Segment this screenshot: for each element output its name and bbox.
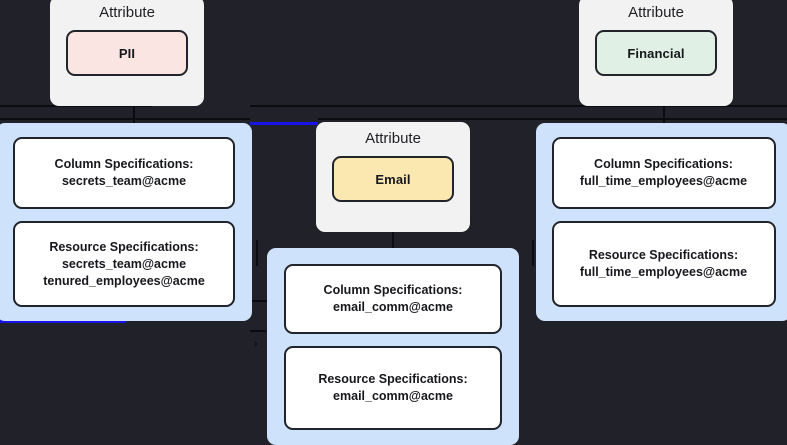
edge-pii-to-left-group-top [0, 105, 152, 107]
card-line: full_time_employees@acme [579, 174, 748, 188]
edge-email-node-drop [392, 228, 394, 250]
column-specifications-card[interactable]: Column Specifications: secrets_team@acme [13, 137, 235, 209]
card-line: full_time_employees@acme [579, 265, 748, 279]
edge-left-group-to-email-group [250, 300, 268, 302]
edge-top-trunk-right [250, 105, 787, 107]
card-line: secrets_team@acme [61, 256, 187, 271]
edge-financial-drop [663, 105, 665, 123]
spec-group-email-comm[interactable]: Column Specifications: email_comm@acme R… [267, 248, 519, 445]
edge-left-group-connector-lower [250, 330, 266, 332]
edge-pii-drop [133, 105, 135, 123]
edge-right-group-side [532, 240, 534, 266]
edge-highlight-left-group-bottom [0, 320, 126, 323]
attribute-node-financial[interactable]: Attribute Financial [579, 0, 733, 106]
expand-chevron-icon[interactable]: › [254, 338, 258, 350]
spec-group-secrets-team[interactable]: Column Specifications: secrets_team@acme… [0, 123, 252, 321]
attribute-node-title: Attribute [99, 4, 155, 21]
card-line: Resource Specifications: [318, 371, 468, 386]
card-line: secrets_team@acme [61, 174, 187, 188]
attribute-chip-email[interactable]: Email [332, 156, 454, 202]
attribute-node-title: Attribute [365, 130, 421, 147]
edge-pii-horizontal-trunk [0, 118, 250, 120]
attribute-node-pii[interactable]: Attribute PII [50, 0, 204, 106]
card-line: Column Specifications: [54, 157, 194, 171]
card-line: tenured_employees@acme [43, 273, 205, 288]
card-line: Resource Specifications: [49, 239, 199, 254]
edge-left-group-side [256, 240, 258, 266]
card-line: Column Specifications: [323, 282, 463, 297]
edge-financial-to-right-group [663, 118, 665, 126]
resource-specifications-card[interactable]: Resource Specifications: email_comm@acme [284, 345, 502, 430]
attribute-node-title: Attribute [628, 4, 684, 21]
card-line: Resource Specifications: [588, 248, 739, 262]
card-line: Column Specifications: [594, 157, 733, 171]
attribute-node-email[interactable]: Attribute Email [316, 122, 470, 232]
column-specifications-card[interactable]: Column Specifications: email_comm@acme [284, 263, 502, 334]
card-line: email_comm@acme [333, 299, 453, 314]
card-line: email_comm@acme [333, 388, 453, 403]
attribute-chip-financial[interactable]: Financial [595, 30, 717, 76]
attribute-chip-pii[interactable]: PII [66, 30, 188, 76]
edge-highlight-email-top [250, 122, 318, 125]
spec-group-full-time-employees[interactable]: Column Specifications: full_time_employe… [536, 123, 787, 321]
resource-specifications-card[interactable]: Resource Specifications: secrets_team@ac… [13, 221, 235, 307]
column-specifications-card[interactable]: Column Specifications: full_time_employe… [551, 137, 776, 209]
edge-financial-trunk [318, 118, 787, 120]
resource-specifications-card[interactable]: Resource Specifications: full_time_emplo… [551, 221, 776, 307]
